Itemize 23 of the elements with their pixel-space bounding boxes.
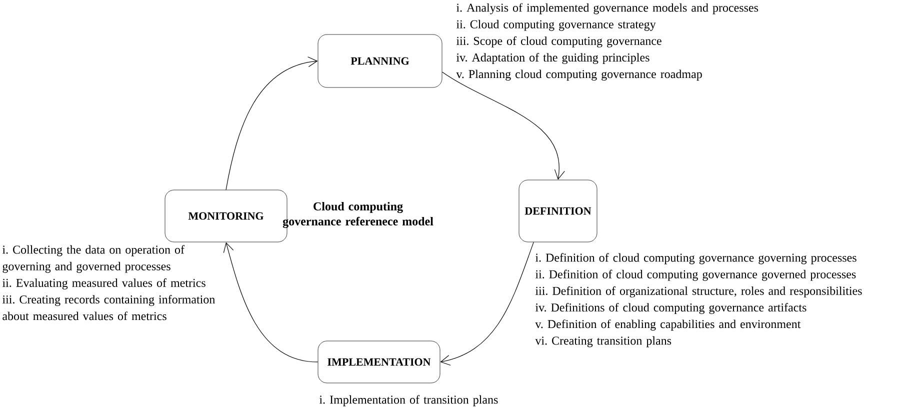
item-list: i. Definition of cloud computing governance governing processes ii. Definition of cloud computing governance governed processes iii. Definition of organizational structure, roles and responsibilities iv. Definitions of cloud computing governance artifacts v. Definition of enabling capabilities and environment vi. Creating transition plans [535,253,862,348]
process-box: DEFINITION [518,180,598,242]
node-label: i. Analysis of implemented governance models and processes [456,3,758,14]
process-box: IMPLEMENTATION [318,340,440,384]
arrow [442,72,565,180]
item-list: i. Implementation of transition plans [319,395,498,406]
node-label: ii. Definition of cloud computing governance governed processes [535,270,856,281]
process-box: PLANNING [318,34,442,88]
center-title: Cloud computing governance referenece model [282,202,434,228]
node-label: iv. Definitions of cloud computing governance artifacts [535,302,806,314]
arrow [226,56,318,190]
arrow [223,242,318,362]
node-label: iii. Definition of organizational structure, roles and responsibilities [535,286,862,298]
node-label: vi. Creating transition plans [535,336,672,348]
node-label: iii. Scope of cloud computing governance [456,36,662,48]
node-label: iv. Adaptation of the guiding principles [456,52,650,64]
node-label: v. Planning cloud computing governance roadmap [456,70,702,81]
item-list: i. Analysis of implemented governance models and processes ii. Cloud computing governance strategy iii. Scope of cloud computing governance iv. Adaptation of the guiding principles v. Planning cloud computing governance roadmap [456,3,758,81]
node-label: i. Definition of cloud computing governance governing processes [535,253,856,264]
item-list: i. Collecting the data on operation of governing and governed processes ii. Evaluating measured values of metrics iii. Creating records containing information about measured values of metrics [2,245,215,320]
arrow [440,242,534,366]
node-label: ii. Cloud computing governance strategy [456,20,656,31]
node-label: v. Definition of enabling capabilities and environment [535,320,801,331]
